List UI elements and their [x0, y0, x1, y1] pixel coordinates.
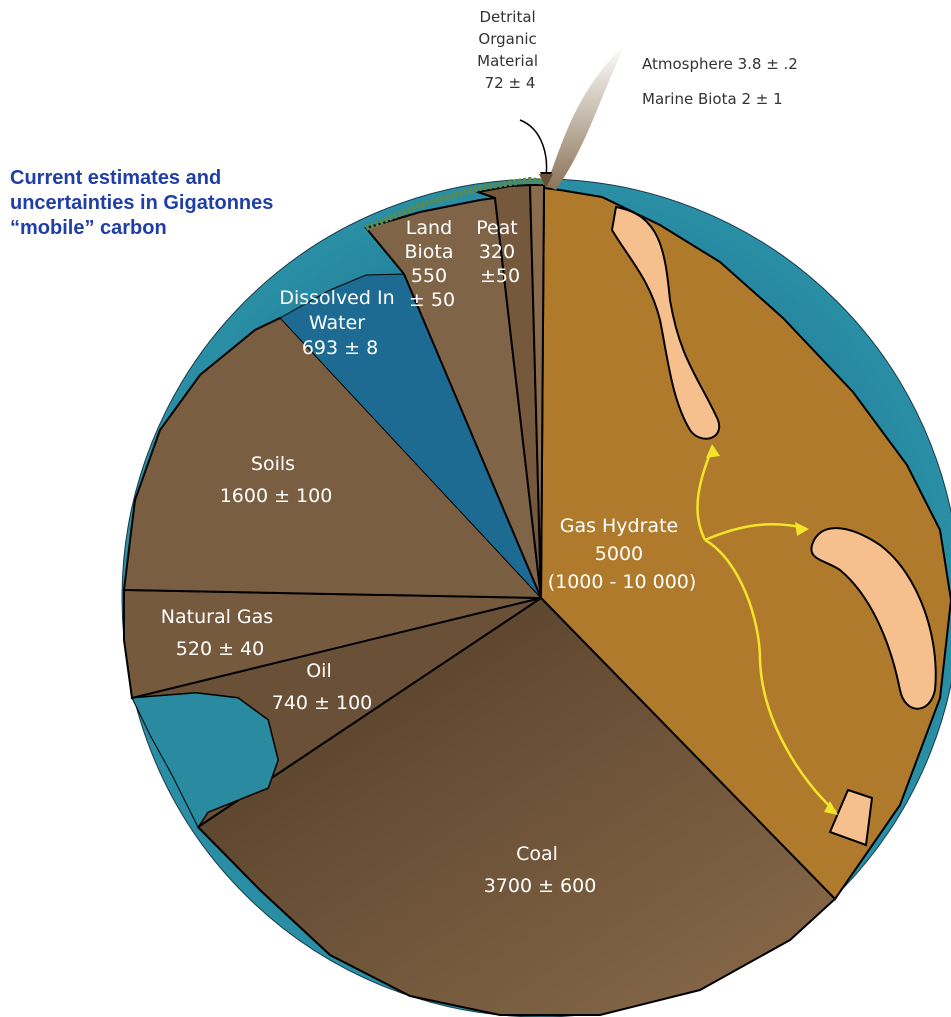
slice-detrital [528, 184, 545, 599]
arrow-heads [706, 444, 838, 815]
atmosphere-plume [546, 44, 626, 190]
title-line-2: uncertainties in Gigatonnes [10, 192, 273, 214]
label-gas-hydrate: Gas Hydrate 5000 (1000 - 10 000) [548, 515, 697, 593]
label-coal: Coal 3700 ± 600 [484, 843, 597, 897]
slice-gas-hydrate [539, 186, 951, 901]
chart-title: Current estimates and uncertainties in G… [10, 167, 279, 239]
slice-water-pocket [131, 692, 279, 828]
label-natural-gas: Natural Gas 520 ± 40 [161, 606, 279, 660]
title-line-3: “mobile” carbon [10, 217, 167, 239]
hydrate-deposit-upper [610, 205, 721, 440]
plume-arrow-head [539, 174, 553, 188]
hydrate-deposit-lower [828, 788, 874, 847]
detrital-arrow [519, 119, 548, 177]
label-peat: Peat 320 ±50 [476, 217, 524, 287]
annotation-marine-biota: Marine Biota 2 ± 1 [642, 90, 783, 108]
label-land-biota: Land Biota 550 ± 50 [404, 217, 459, 311]
label-soils: Soils 1600 ± 100 [220, 453, 333, 507]
label-oil: Oil 740 ± 100 [272, 660, 373, 714]
title-line-1: Current estimates and [10, 167, 221, 189]
slice-coal [196, 596, 837, 1016]
label-dissolved-water: Dissolved In Water 693 ± 8 [279, 287, 400, 359]
vegetation-strip [364, 176, 546, 231]
hydrate-deposit-middle [810, 527, 937, 710]
annotation-atmosphere: Atmosphere 3.8 ± .2 [642, 55, 798, 73]
label-detrital: Detrital Organic Material 72 ± 4 [477, 8, 543, 92]
